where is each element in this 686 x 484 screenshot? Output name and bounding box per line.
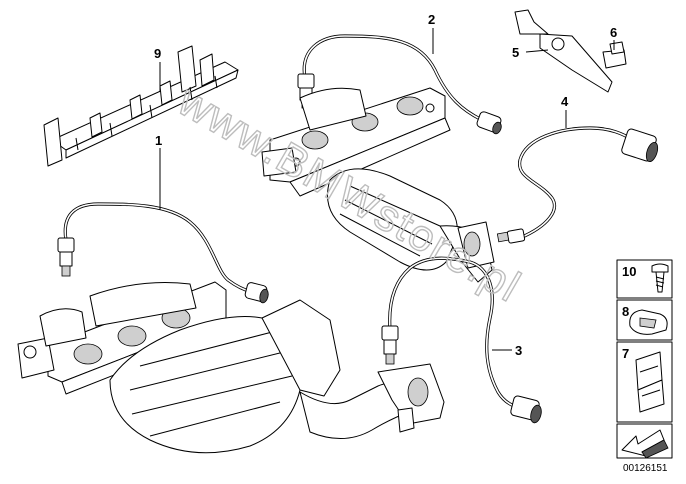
leader-lines [159, 28, 615, 351]
callout-3: 3 [515, 343, 522, 358]
callout-5: 5 [512, 45, 519, 60]
legend-number-8: 8 [622, 304, 629, 319]
direction-arrow-icon [621, 429, 669, 459]
callout-labels: 1 2 3 4 5 6 9 [154, 12, 617, 358]
callout-4: 4 [561, 94, 569, 109]
legend-number-10: 10 [622, 264, 636, 279]
legend-number-7: 7 [622, 346, 629, 361]
oxygen-sensor-part-1[interactable] [57, 202, 270, 304]
exhaust-manifold-right [261, 87, 451, 197]
callout-1: 1 [155, 133, 162, 148]
callout-6: 6 [610, 25, 617, 40]
sensor-bracket-part-5[interactable] [514, 9, 613, 93]
small-parts-legend: 10 8 7 [616, 259, 673, 459]
oxygen-sensor-part-2[interactable] [297, 34, 503, 135]
clamp-clip-icon [629, 309, 668, 335]
cable-holder-icon [635, 351, 665, 413]
bolt-icon [651, 263, 669, 293]
oxygen-sensor-part-3[interactable] [381, 256, 543, 424]
harness-bracket-part-9[interactable] [43, 45, 239, 167]
catalytic-converter-left [109, 299, 445, 454]
document-number: 00126151 [623, 463, 668, 474]
callout-9: 9 [154, 46, 161, 61]
callout-2: 2 [428, 12, 435, 27]
oxygen-sensor-part-4[interactable] [496, 126, 659, 244]
